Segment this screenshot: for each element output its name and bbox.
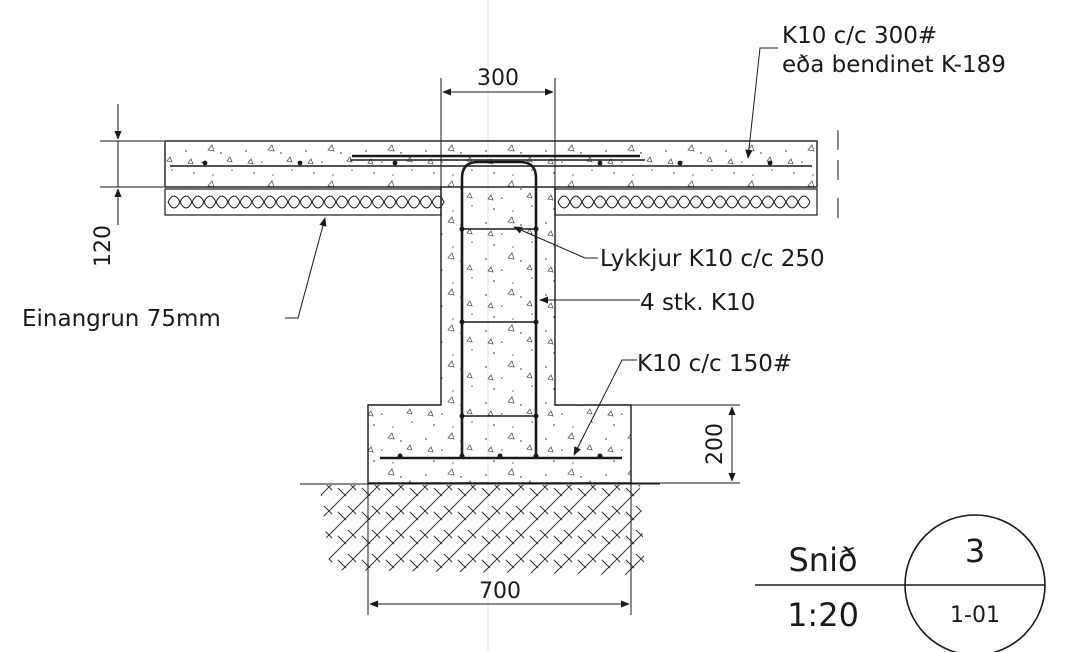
loops-label: Lykkjur K10 c/c 250 [600,246,825,272]
footing-height-label: 200 [703,423,728,465]
rebar-loops [459,160,539,458]
top-rebar-label-2: eða bendinet K-189 [782,52,1006,78]
soil-hatch [300,483,660,575]
floor-slab [164,140,818,188]
insulation-label: Einangrun 75mm [22,306,221,332]
leader-footing-rebar [573,359,637,456]
section-title-block [755,514,1046,652]
bars-label: 4 stk. K10 [640,290,755,316]
insulation-right [554,188,818,216]
dimension-footing-width [367,483,632,615]
leader-insulation [285,217,327,319]
insulation-left [164,188,445,216]
section-label: Snið [788,541,857,579]
scale-label: 1:20 [787,596,859,634]
leader-top-rebar [745,47,778,159]
leader-loops [513,226,598,259]
foundation-wall [367,187,632,484]
slab-thickness-label: 120 [91,225,116,267]
sheet-reference: 1-01 [950,603,1000,628]
dimension-wall-width [440,78,556,187]
wall-width-label: 300 [477,66,519,91]
footing-rebar-label: K10 c/c 150# [637,351,792,377]
footing-rebar [380,453,622,460]
dimension-slab-thickness [100,104,164,225]
dimension-footing-height [631,404,740,484]
section-number: 3 [965,532,985,570]
footing-width-label: 700 [479,579,521,604]
slab-rebar-dots [202,160,773,166]
top-rebar-label-1: K10 c/c 300# [782,23,937,49]
